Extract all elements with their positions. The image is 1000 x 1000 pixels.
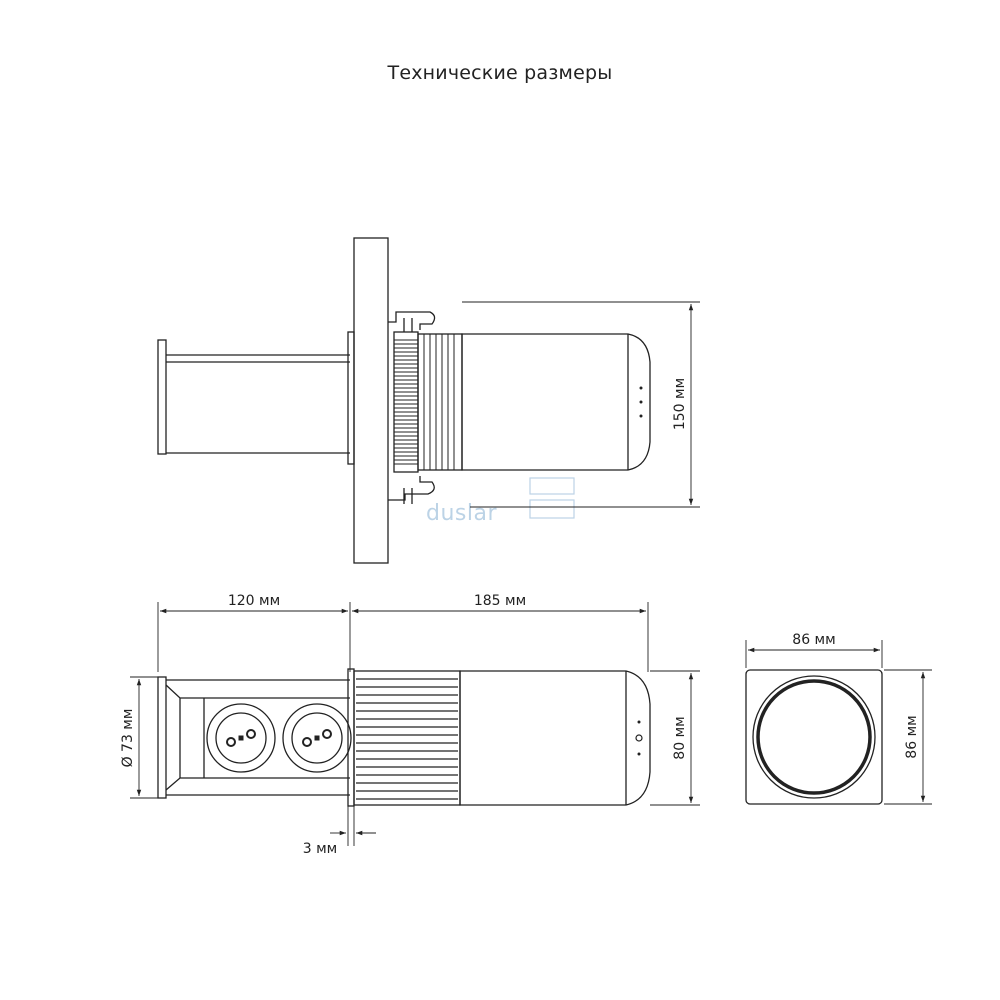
dim-flange: 3 мм	[303, 841, 337, 857]
watermark: duslar	[426, 477, 575, 526]
tabletop	[353, 237, 389, 564]
dim-cap-width: 86 мм	[792, 632, 835, 648]
cap-inner-circle	[756, 679, 872, 795]
svg-text:duslar: duslar	[426, 501, 497, 526]
dim-socket-length: 120 мм	[228, 593, 280, 609]
cap-outer-circle	[752, 675, 876, 799]
schuko-socket	[206, 703, 276, 773]
dim-body-height: 80 мм	[672, 716, 688, 759]
ribbed-sleeve	[417, 333, 463, 471]
main-body	[461, 333, 651, 471]
cap-square	[745, 669, 883, 805]
ribbed-sleeve	[353, 670, 461, 806]
cap-top-view: 86 мм 86 мм	[745, 632, 932, 805]
dim-body-length: 185 мм	[474, 593, 526, 609]
socket-face-plate	[157, 339, 167, 455]
installed-side-view: duslar 150 мм	[157, 237, 700, 564]
dim-diameter: Ø 73 мм	[120, 709, 136, 768]
schuko-socket	[282, 703, 352, 773]
page-title: Технические размеры	[387, 62, 613, 84]
dim-cap-height: 86 мм	[904, 715, 920, 758]
socket-face-plate	[157, 676, 167, 799]
mount-clip-bottom	[388, 476, 435, 504]
dim-top-height: 150 мм	[672, 378, 688, 430]
extended-front-view: 120 мм 185 мм Ø 73 мм 80 мм	[120, 593, 700, 857]
threaded-collar	[393, 331, 419, 473]
main-body	[459, 670, 651, 806]
mount-clip-top	[388, 311, 436, 332]
